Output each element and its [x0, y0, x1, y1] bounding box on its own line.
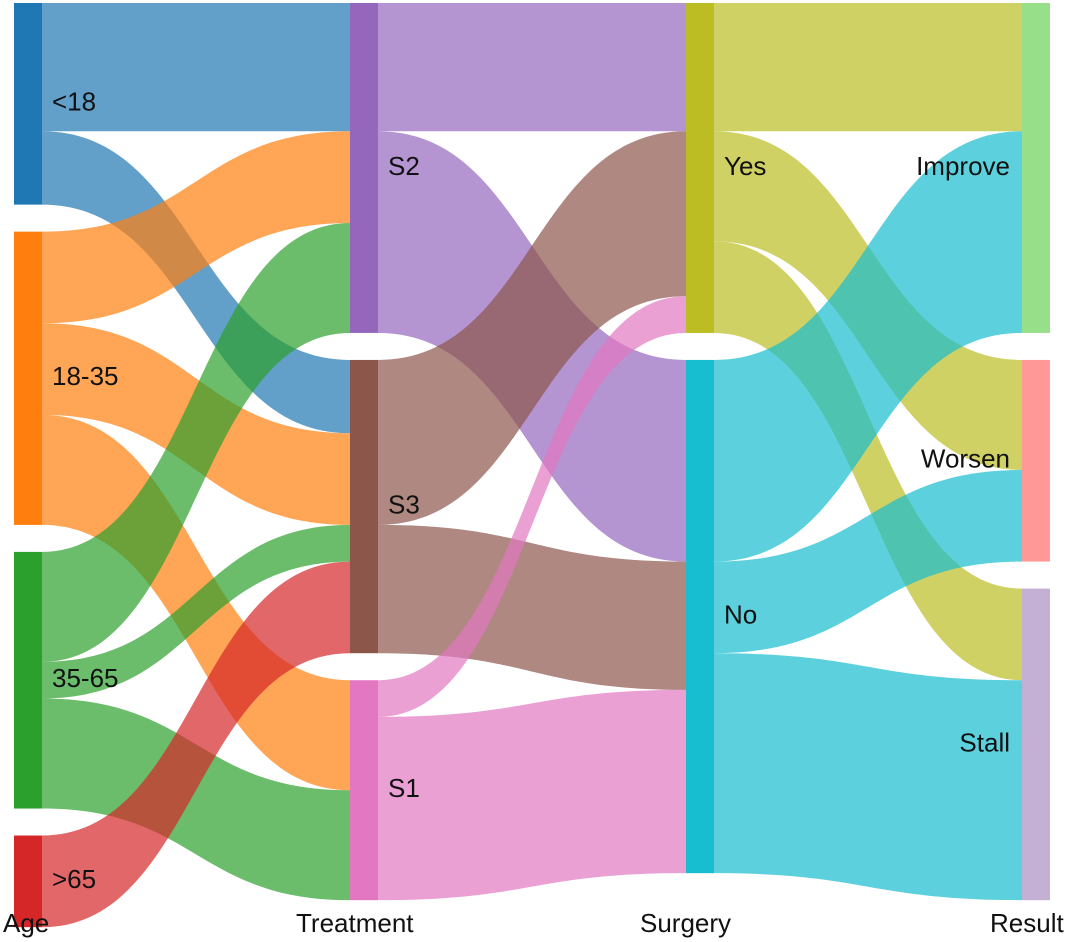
node-S1 — [350, 680, 378, 901]
flow-S3-to-yes — [378, 131, 686, 525]
node-label-improve: Improve — [916, 151, 1010, 181]
node-label-a1835: 18-35 — [52, 361, 119, 391]
flow-layer — [42, 3, 1022, 928]
axis-label-surgery: Surgery — [640, 908, 731, 938]
axis-label-age: Age — [3, 908, 49, 938]
node-label-stall: Stall — [959, 727, 1010, 757]
node-label-S1: S1 — [388, 773, 420, 803]
flow-S2-to-yes — [378, 3, 686, 132]
flow-a3565-to-S1 — [42, 698, 350, 901]
node-a3565 — [14, 551, 42, 809]
node-lt18 — [14, 3, 42, 205]
flow-a3565-to-S2 — [42, 222, 350, 662]
flow-S1-to-yes — [378, 296, 686, 717]
node-label-worsen: Worsen — [921, 444, 1010, 474]
node-worsen — [1022, 359, 1050, 562]
flow-S1-to-no — [378, 689, 686, 901]
flow-yes-to-improve — [714, 3, 1022, 132]
axis-label-treatment: Treatment — [296, 908, 414, 938]
flow-gt65-to-S3 — [42, 561, 350, 928]
node-label-S2: S2 — [388, 151, 420, 181]
node-label-a3565: 35-65 — [52, 663, 119, 693]
node-no — [686, 359, 714, 874]
axis-label-layer: Age Treatment Surgery Result — [3, 908, 1064, 938]
node-gt65 — [14, 835, 42, 928]
node-label-no: No — [724, 599, 757, 629]
node-yes — [686, 3, 714, 333]
node-improve — [1022, 3, 1050, 333]
node-layer — [14, 3, 1050, 928]
node-S2 — [350, 3, 378, 333]
node-label-yes: Yes — [724, 151, 766, 181]
flow-a3565-to-S3 — [42, 524, 350, 699]
node-stall — [1022, 588, 1050, 901]
node-label-lt18: <18 — [52, 87, 96, 117]
node-a1835 — [14, 231, 42, 525]
axis-label-result: Result — [990, 908, 1064, 938]
flow-no-to-worsen — [714, 469, 1022, 654]
node-S3 — [350, 359, 378, 654]
flow-lt18-to-S2 — [42, 3, 350, 132]
flow-no-to-improve — [714, 131, 1022, 562]
node-label-S3: S3 — [388, 489, 420, 519]
node-label-gt65: >65 — [52, 864, 96, 894]
flow-a1835-to-S2 — [42, 131, 350, 324]
flow-no-to-stall — [714, 653, 1022, 901]
